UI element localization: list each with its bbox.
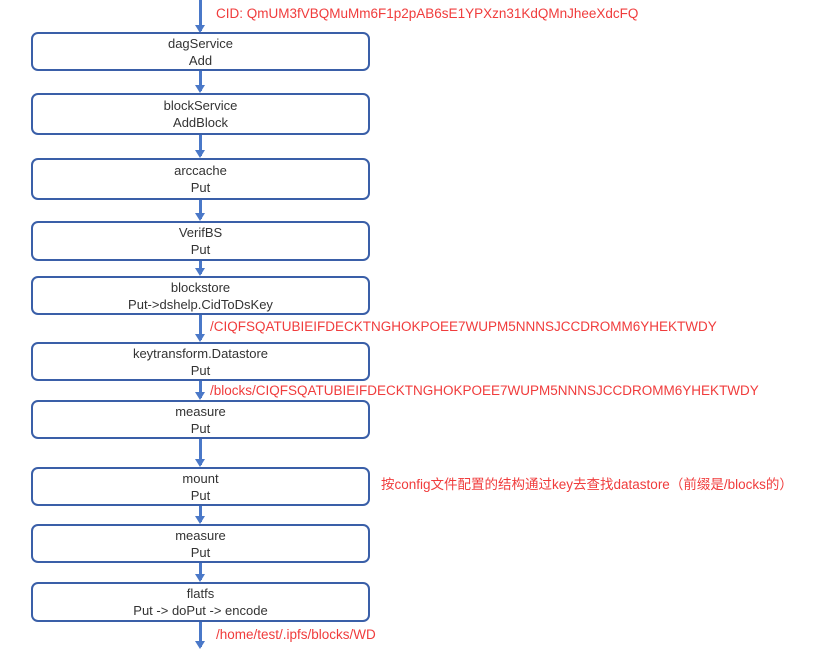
node-flatfs: flatfs Put -> doPut -> encode	[31, 582, 370, 622]
arrow-input	[195, 0, 205, 33]
arrow-output	[195, 621, 205, 649]
node-name: dagService	[167, 35, 234, 51]
node-name: measure	[175, 403, 226, 419]
annotation-mount-note: 按config文件配置的结构通过key去查找datastore（前缀是/bloc…	[381, 477, 793, 492]
node-name: blockstore	[170, 279, 231, 295]
node-verifbs: VerifBS Put	[31, 221, 370, 261]
node-name: VerifBS	[178, 225, 223, 240]
node-method: Put -> doPut -> encode	[133, 603, 268, 618]
node-blockstore: blockstore Put->dshelp.CidToDsKey	[31, 276, 370, 315]
node-name: flatfs	[186, 586, 215, 601]
arrow-1-2	[195, 70, 205, 93]
arrow-5-6	[195, 314, 205, 342]
node-blockservice: blockService AddBlock	[31, 93, 370, 135]
node-measure-2: measure Put	[31, 524, 370, 563]
node-name: mount	[182, 470, 219, 486]
node-measure-1: measure Put	[31, 400, 370, 439]
node-name: blockService	[163, 98, 238, 113]
node-method: Put	[190, 362, 211, 378]
node-method: Put	[190, 180, 211, 195]
annotation-ds-key: /CIQFSQATUBIEIFDECKTNGHOKPOEE7WUPM5NNNSJ…	[210, 319, 717, 334]
node-method: Put	[190, 242, 211, 257]
node-method: Put	[190, 487, 211, 503]
node-name: measure	[175, 527, 226, 543]
arrow-3-4	[195, 200, 205, 221]
node-name: keytransform.Datastore	[132, 345, 269, 361]
node-dagservice: dagService Add	[31, 32, 370, 71]
node-method: AddBlock	[173, 115, 228, 130]
arrow-9-10	[195, 562, 205, 582]
arrow-7-8	[195, 438, 205, 467]
arrow-6-7	[195, 380, 205, 400]
node-method: Put->dshelp.CidToDsKey	[128, 296, 273, 312]
node-method: Put	[190, 544, 211, 560]
node-arccache: arccache Put	[31, 158, 370, 200]
arrow-4-5	[195, 260, 205, 276]
arrow-2-3	[195, 134, 205, 158]
annotation-prefixed-key: /blocks/CIQFSQATUBIEIFDECKTNGHOKPOEE7WUP…	[210, 383, 759, 398]
node-mount: mount Put	[31, 467, 370, 506]
node-method: Put	[190, 420, 211, 436]
annotation-file-path: /home/test/.ipfs/blocks/WD	[216, 627, 376, 642]
node-keytransform: keytransform.Datastore Put	[31, 342, 370, 381]
arrow-8-9	[195, 505, 205, 524]
node-name: arccache	[174, 163, 227, 178]
annotation-cid: CID: QmUM3fVBQMuMm6F1p2pAB6sE1YPXzn31KdQ…	[216, 6, 639, 21]
node-method: Add	[188, 52, 213, 68]
